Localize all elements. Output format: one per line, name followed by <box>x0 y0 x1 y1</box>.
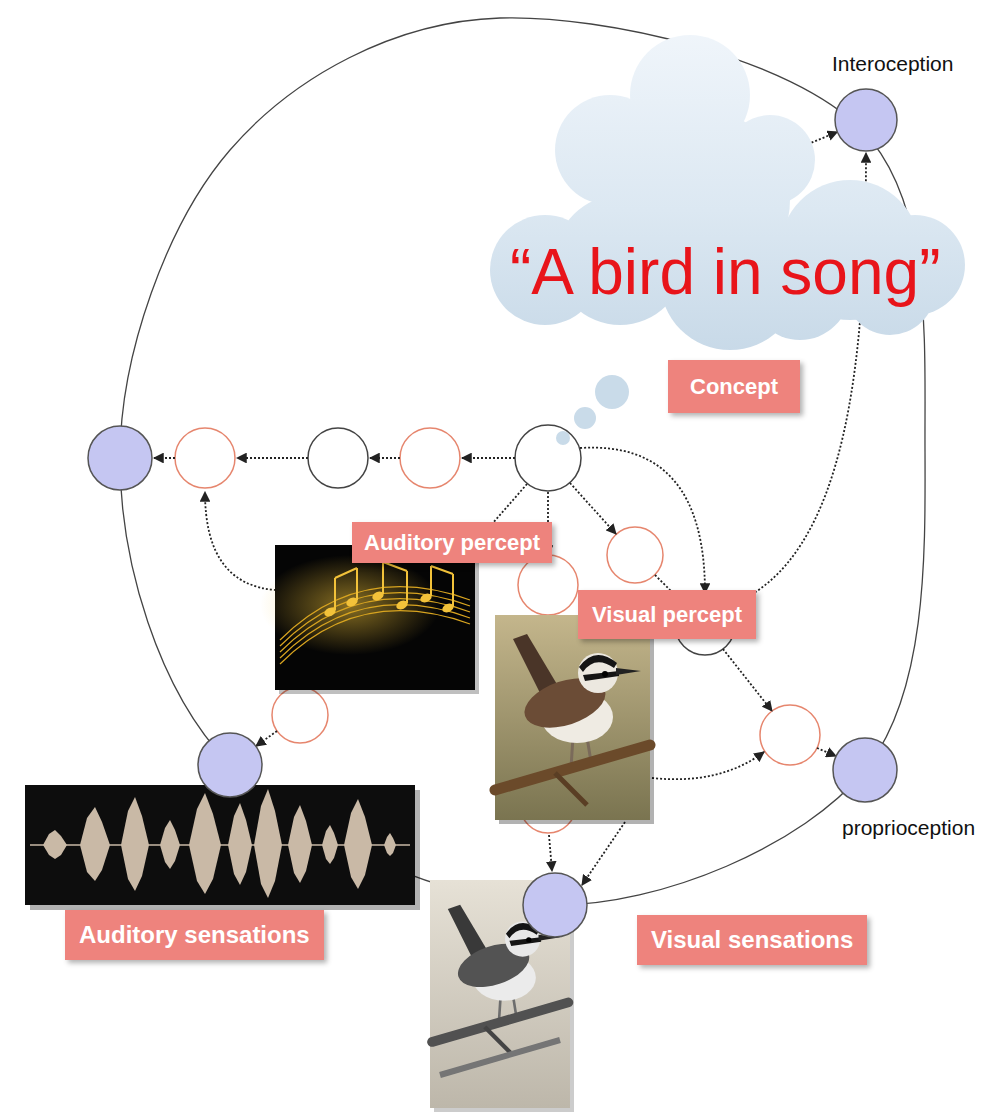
stage-tag: Visual percept <box>578 590 756 639</box>
sense-node: Interoception <box>828 52 978 157</box>
concept-cloud: “A bird in song” <box>490 20 970 365</box>
sense-circle-outline <box>833 738 897 802</box>
dotted-arrow <box>812 132 838 143</box>
sense-circle-outline <box>835 89 897 151</box>
bird-photo <box>495 615 654 824</box>
tag-text: Visual sensations <box>651 926 853 954</box>
thought-bubbles <box>556 375 629 445</box>
sense-circles <box>88 426 587 937</box>
tag-text: Concept <box>690 374 778 399</box>
music-image <box>260 545 479 694</box>
stage-tag: Concept <box>668 360 800 413</box>
stage-tag: Visual sensations <box>637 915 867 965</box>
stage-tag: Auditory percept <box>352 522 552 563</box>
tag-text: Visual percept <box>592 602 742 627</box>
cloud-shape <box>490 20 970 365</box>
waveform-image <box>25 785 420 910</box>
hidden-units <box>175 425 820 833</box>
body-circle <box>120 18 925 905</box>
concept-text: “A bird in song” <box>510 234 940 311</box>
stage-tag: Auditory sensations <box>65 910 324 960</box>
tag-text: Auditory sensations <box>79 921 310 949</box>
sense-label: proprioception <box>838 816 980 840</box>
sense-node: proprioception <box>838 736 980 846</box>
sense-label: Interoception <box>828 52 978 76</box>
tag-text: Auditory percept <box>364 530 540 555</box>
